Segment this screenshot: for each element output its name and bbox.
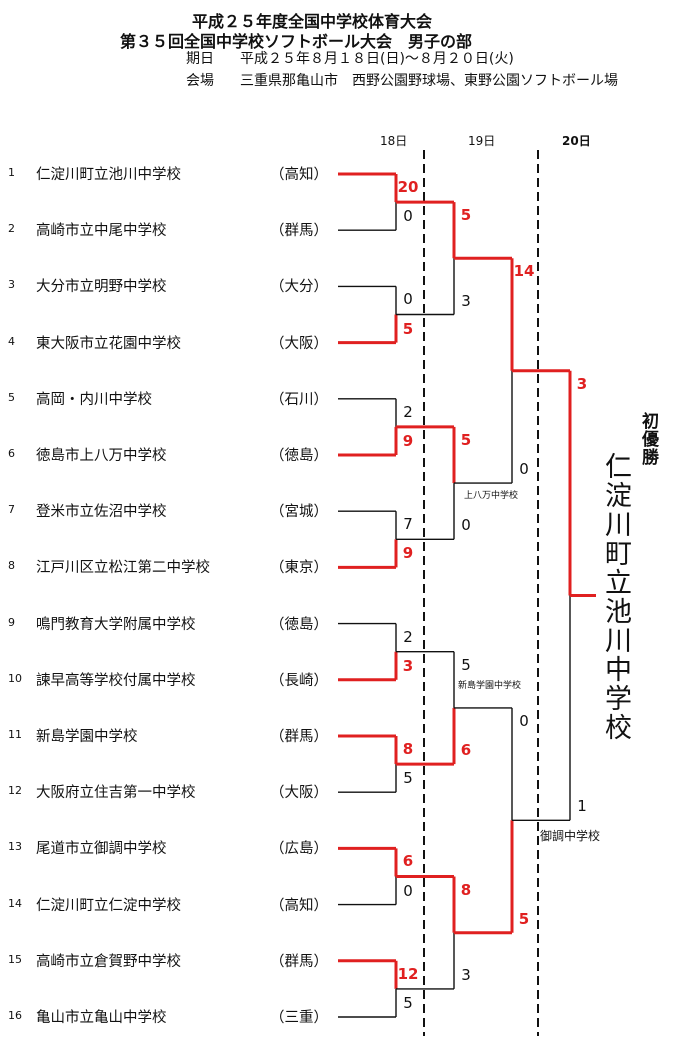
team-number: 2 (8, 222, 15, 236)
champion-name: 仁淀川町立池川中学校 (600, 452, 631, 742)
score: 6 (402, 852, 414, 871)
team-name: 尾道市立御調中学校 (36, 841, 167, 858)
score: 5 (461, 655, 471, 674)
team-number: 6 (8, 447, 15, 460)
score: 5 (460, 206, 472, 225)
team-name: 鳴門教育大学附属中学校 (36, 616, 196, 633)
team-name: 徳島市上八万中学校 (36, 448, 167, 464)
date-label: 期日 (186, 51, 214, 67)
day-label-20: 20日 (562, 134, 591, 148)
score: 0 (403, 881, 413, 900)
score: 2 (403, 402, 413, 421)
tournament-subtitle: 第３５回全国中学校ソフトボール大会 男子の部 (120, 32, 473, 51)
team-number: 9 (8, 615, 15, 629)
team-prefecture: （群馬） (270, 223, 328, 240)
score: 12 (397, 964, 419, 983)
score: 0 (519, 460, 529, 479)
team-name: 大分市立明野中学校 (36, 279, 167, 296)
note-niijima-gakuen: 新島学園中学校 (458, 681, 522, 691)
score: 5 (403, 769, 413, 788)
team-number: 13 (8, 840, 22, 854)
team-prefecture: （石川） (270, 391, 328, 408)
score: 5 (460, 430, 472, 449)
team-number: 16 (8, 1009, 22, 1022)
venue-value: 三重県那亀山市 西野公園野球場、東野公園ソフトボール場 (240, 73, 618, 89)
team-number: 1 (8, 166, 15, 179)
score: 0 (519, 711, 529, 730)
team-name: 大阪府立住吉第一中学校 (36, 785, 196, 802)
score: 6 (460, 741, 472, 760)
venue-label: 会場 (186, 73, 214, 89)
score: 3 (461, 291, 471, 310)
score: 8 (460, 880, 472, 899)
day-label-18: 18日 (380, 134, 408, 148)
team-prefecture: （大阪） (270, 785, 328, 802)
team-prefecture: （徳島） (270, 616, 328, 633)
team-name: 新島学園中学校 (36, 729, 138, 745)
score: 9 (402, 432, 414, 450)
team-name: 諫早高等学校付属中学校 (36, 672, 196, 689)
team-name: 登米市立佐沼中学校 (36, 504, 167, 521)
champion-label: 初優勝 (638, 412, 658, 466)
team-number: 14 (8, 896, 22, 910)
team-prefecture: （群馬） (270, 953, 328, 970)
team-number: 7 (8, 503, 15, 517)
score: 7 (403, 515, 413, 534)
team-number: 4 (8, 334, 15, 348)
score: 3 (461, 965, 471, 984)
note-mitsugi: 御調中学校 (540, 829, 601, 843)
score: 0 (461, 516, 471, 535)
score: 14 (513, 262, 535, 281)
score: 5 (518, 909, 530, 928)
team-prefecture: （高知） (270, 897, 328, 914)
score: 0 (403, 207, 413, 226)
team-prefecture: （宮城） (270, 504, 328, 521)
team-prefecture: （高知） (270, 167, 328, 183)
team-prefecture: （長崎） (270, 672, 328, 689)
team-name: 高崎市立倉賀野中学校 (36, 953, 181, 970)
score: 20 (397, 178, 419, 196)
tournament-title: 平成２５年度全国中学校体育大会 (192, 12, 433, 31)
team-prefecture: （三重） (270, 1010, 328, 1026)
team-number: 5 (8, 390, 15, 404)
score: 3 (576, 374, 588, 393)
date-value: 平成２５年８月１８日(日)～８月２０日(火) (240, 51, 514, 67)
score: 3 (402, 656, 414, 675)
team-prefecture: （大阪） (270, 335, 328, 352)
team-name: 高崎市立中尾中学校 (36, 223, 167, 240)
team-number: 10 (8, 671, 22, 685)
team-name: 仁淀川町立仁淀中学校 (36, 897, 181, 914)
team-prefecture: （群馬） (270, 729, 328, 745)
team-name: 江戸川区立松江第二中学校 (36, 560, 210, 577)
team-number: 8 (8, 559, 15, 573)
score: 8 (402, 740, 414, 758)
score: 0 (403, 290, 413, 309)
score: 2 (403, 627, 413, 646)
team-prefecture: （徳島） (270, 448, 328, 464)
team-number: 3 (8, 278, 15, 292)
team-number: 12 (8, 784, 22, 798)
team-number: 15 (8, 952, 22, 966)
day-label-19: 19日 (468, 134, 496, 148)
score: 1 (577, 797, 587, 816)
team-prefecture: （広島） (270, 841, 328, 858)
team-number: 11 (8, 728, 22, 741)
team-name: 東大阪市立花園中学校 (36, 335, 181, 352)
score: 9 (402, 544, 414, 563)
score: 5 (403, 994, 413, 1012)
team-prefecture: （大分） (270, 279, 328, 296)
score: 5 (402, 319, 414, 338)
team-name: 高岡・内川中学校 (36, 391, 152, 408)
note-kamihachiman: 上八万中学校 (464, 491, 519, 501)
team-prefecture: （東京） (270, 560, 328, 577)
team-name: 仁淀川町立池川中学校 (36, 167, 181, 183)
team-name: 亀山市立亀山中学校 (36, 1010, 167, 1026)
